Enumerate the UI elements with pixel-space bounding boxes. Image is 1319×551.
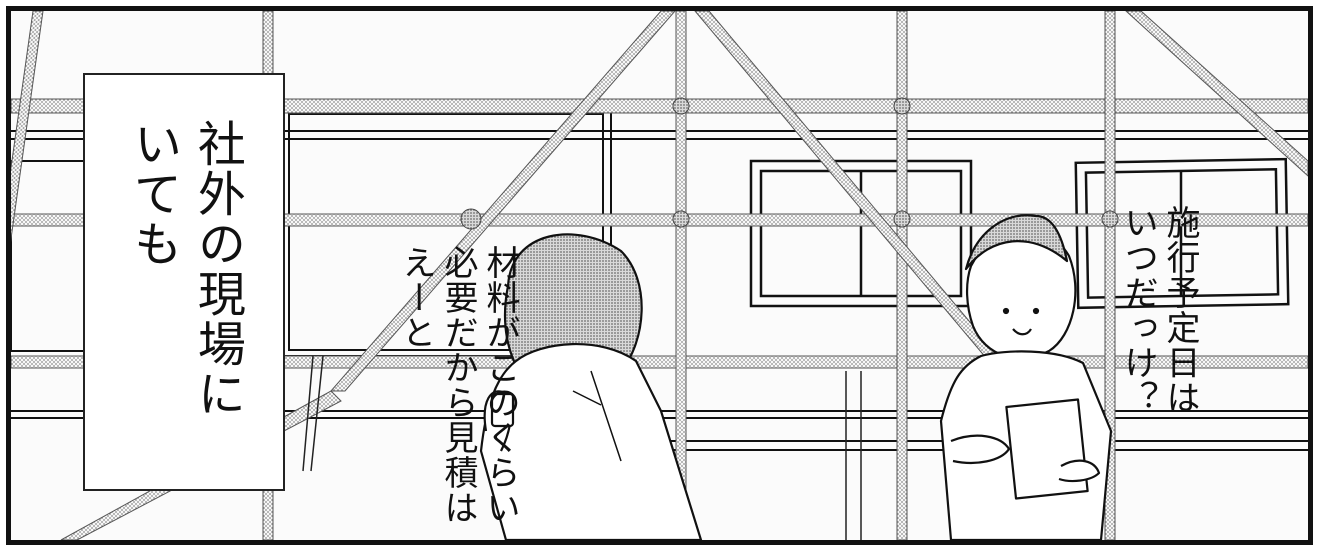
- speech-text-left-worker: 材料がこのくらい 必要だから見積は えーと: [396, 245, 520, 525]
- worker-with-clipboard: [939, 214, 1113, 540]
- scaffold-pipe-lines: [302, 355, 862, 540]
- worker-with-phone: [479, 233, 703, 540]
- comic-panel: 社外の現場に いても 材料がこのくらい 必要だから見積は えーと 施行予定日は …: [6, 6, 1313, 545]
- speech-left-line-1: 材料がこのくらい: [480, 245, 520, 525]
- narration-line-1: 社外の現場に: [188, 119, 245, 419]
- speech-left-line-3: えーと: [396, 245, 436, 350]
- window-right: [1074, 157, 1290, 310]
- speech-text-right-worker: 施行予定日は いつだっけ？: [1118, 205, 1200, 415]
- speech-left-line-2: 必要だから見積は: [438, 245, 478, 525]
- narration-line-2: いても: [125, 119, 181, 269]
- speech-right-line-1: 施行予定日は: [1160, 205, 1200, 415]
- speech-right-line-2: いつだっけ？: [1118, 205, 1158, 415]
- narration-box: 社外の現場に いても: [83, 73, 285, 491]
